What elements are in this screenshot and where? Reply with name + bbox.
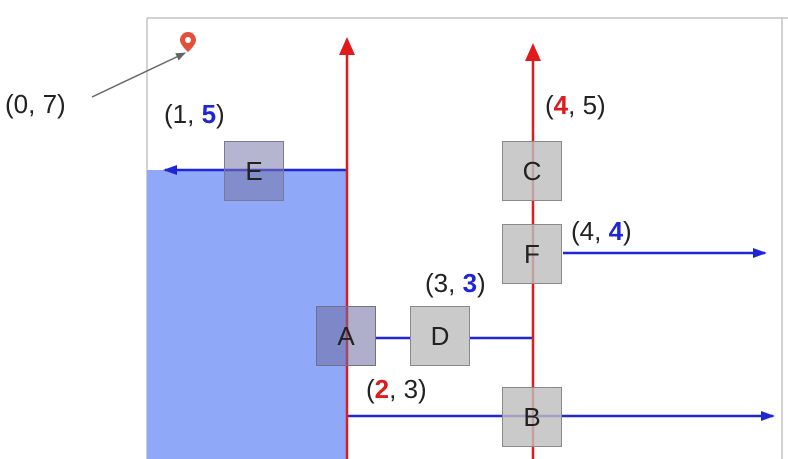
e-coordinate-highlight: 5	[201, 99, 217, 129]
f-coordinate-highlight: 4	[608, 216, 624, 246]
node-b: B	[502, 387, 562, 447]
f-coordinate-open: (4,	[571, 216, 609, 246]
c-coordinate-open: (	[545, 90, 554, 120]
f-coordinate-close: )	[623, 216, 632, 246]
d-coordinate-label: (3, 3)	[425, 270, 486, 296]
node-f: F	[502, 224, 562, 284]
d-coordinate-close: )	[477, 268, 486, 298]
c-coordinate-label: (4, 5)	[545, 92, 606, 118]
node-d: D	[410, 306, 470, 366]
red-arrowhead-b	[525, 43, 541, 61]
a-coordinate-highlight: 2	[374, 374, 390, 404]
node-c-label: C	[522, 155, 542, 186]
origin-coordinate-text: (0, 7)	[5, 89, 66, 119]
a-coordinate-label: (2, 3)	[366, 376, 427, 402]
node-b-label: B	[523, 401, 541, 432]
origin-coordinate-label: (0, 7)	[5, 91, 66, 117]
node-f-label: F	[524, 238, 540, 269]
c-coordinate-highlight: 4	[553, 90, 569, 120]
node-c: C	[502, 141, 562, 201]
node-d-label: D	[430, 320, 450, 351]
d-coordinate-highlight: 3	[462, 268, 478, 298]
red-arrowhead-a	[339, 37, 355, 55]
shaded-region	[147, 170, 347, 459]
e-coordinate-label: (1, 5)	[164, 101, 225, 127]
node-e: E	[224, 141, 284, 201]
node-a-label: A	[337, 320, 355, 351]
e-coordinate-open: (1,	[164, 99, 202, 129]
f-coordinate-label: (4, 4)	[571, 218, 632, 244]
origin-pointer-arrow	[91, 52, 186, 98]
d-coordinate-open: (3,	[425, 268, 463, 298]
e-coordinate-close: )	[216, 99, 225, 129]
node-e-label: E	[245, 155, 263, 186]
a-coordinate-open: (	[366, 374, 375, 404]
a-coordinate-close: , 3)	[389, 374, 427, 404]
map-pin-icon	[180, 32, 196, 52]
node-a: A	[316, 306, 376, 366]
c-coordinate-close: , 5)	[568, 90, 606, 120]
